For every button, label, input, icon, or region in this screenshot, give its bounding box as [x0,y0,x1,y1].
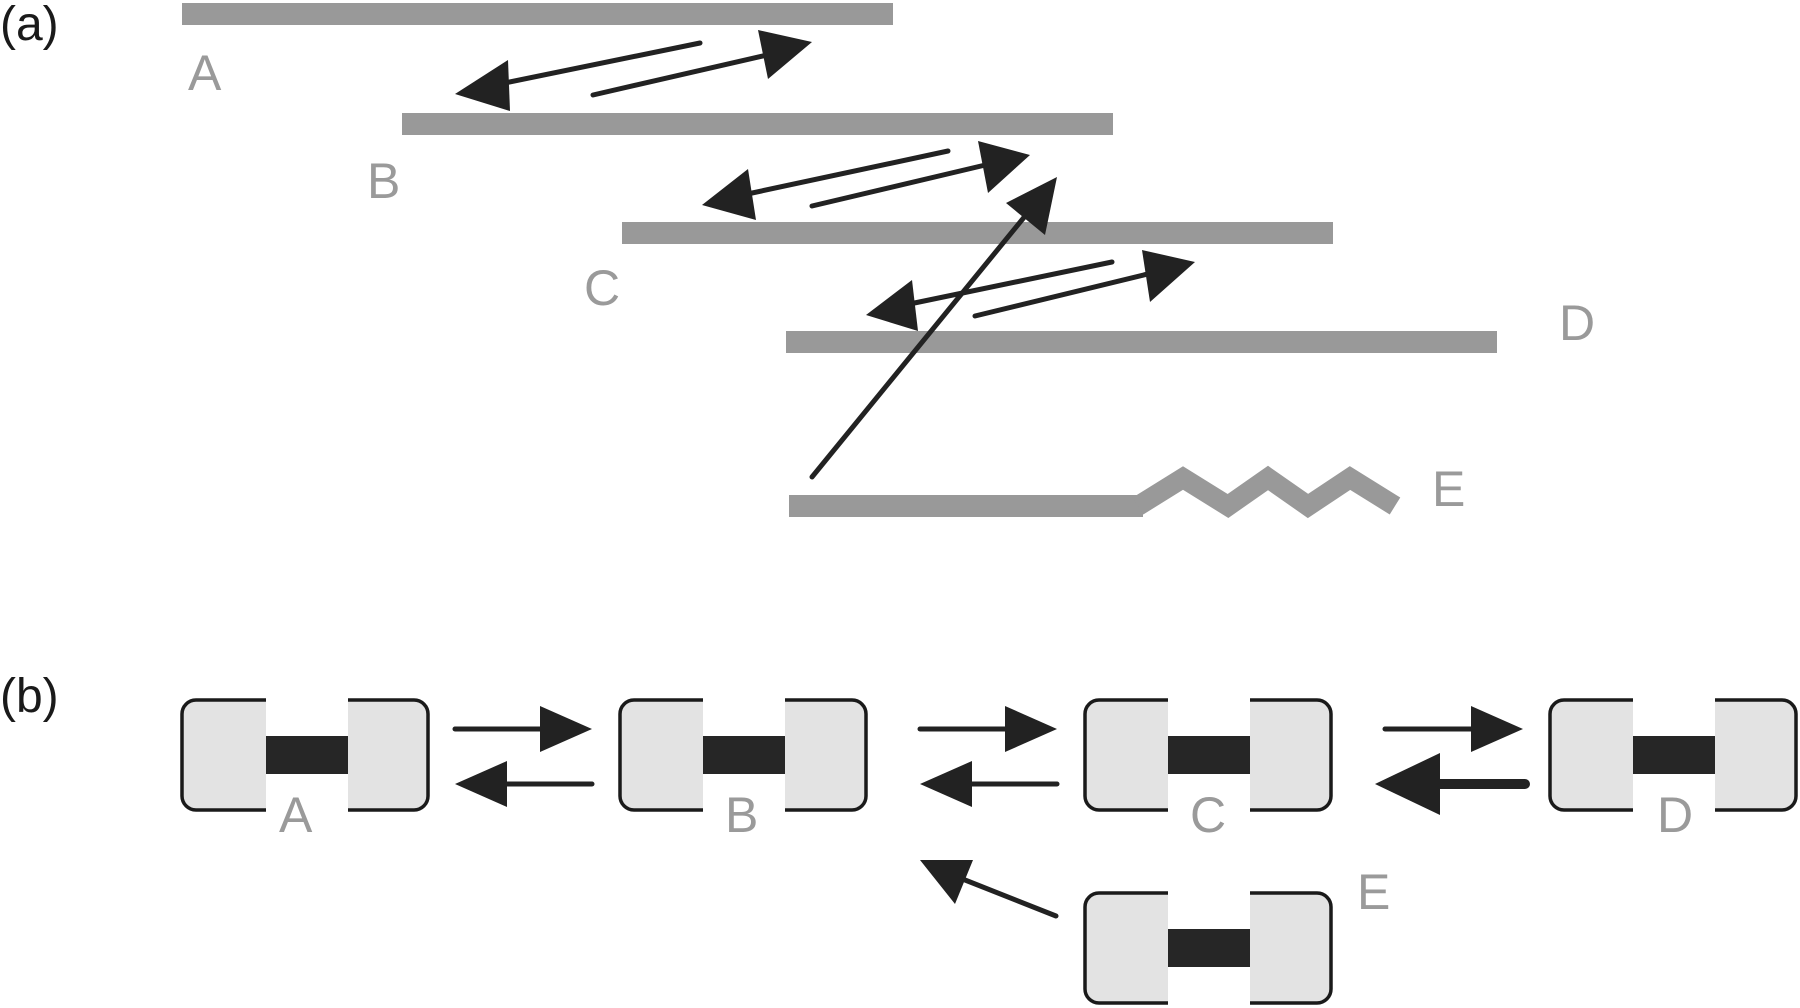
arrow-unit-e-to-c-head [920,860,973,904]
arrow-e-to-c-head [1006,177,1057,235]
arrow-c-to-d-shaft [972,268,1163,319]
unit-d-link [1633,736,1715,774]
arrow-c-to-b-head [702,169,756,220]
arrow-b-to-c-shaft [809,159,1001,209]
eq-a-b-backward-head [455,761,507,807]
arrow-d-to-c-shaft [897,259,1115,309]
unit-label-e: E [1357,864,1390,920]
exchange-arrows-b-c [702,141,1030,220]
unit-label-b: B [725,787,758,843]
eq-c-d-forward-head [1471,706,1523,752]
eq-b-c-backward-head [920,761,972,807]
arrow-unit-e-to-c-shaft [957,875,1059,919]
eq-a-b-forward-head [540,706,592,752]
unit-label-d: D [1657,787,1693,843]
unit-a-link [266,736,348,774]
arrow-a-to-b-head [758,30,812,79]
arrow-e-to-c-shaft [809,207,1033,480]
panel-a-label: (a) [0,0,59,51]
unit-label-a: A [279,787,313,843]
strand-label-e: E [1432,461,1465,517]
exchange-arrows-c-d [866,250,1195,331]
equilibrium-c-d [1375,706,1530,815]
strand-label-c: C [584,260,620,316]
arrow-d-to-c-head [866,280,918,331]
unit-label-c: C [1190,787,1226,843]
arrow-unit-e-to-c [920,860,1059,919]
panel-b: (b) A B C D [0,670,1798,1006]
exchange-arrows-a-b [455,30,812,111]
arrow-c-to-b-shaft [735,148,951,199]
unit-e-link [1168,929,1250,967]
arrow-b-to-c-head [978,141,1030,193]
strand-e-zigzag [1132,465,1401,519]
unit-b: B [618,697,868,843]
unit-d: D [1548,697,1798,843]
arrow-b-to-a-head [455,60,510,111]
unit-a: A [180,697,430,843]
unit-c-link [1168,736,1250,774]
arrow-c-to-d-head [1142,250,1195,302]
unit-b-link [703,736,785,774]
arrow-b-to-a-shaft [487,40,703,89]
eq-b-c-forward-head [1005,706,1057,752]
unit-e: E [1083,864,1390,1006]
strand-label-d: D [1559,295,1595,351]
arrow-a-to-b-shaft [590,49,783,98]
strand-label-a: A [188,45,222,101]
panel-a: (a) A B C D E [0,0,1595,519]
equilibrium-a-b [452,706,595,807]
panel-b-label: (b) [0,670,59,723]
unit-c: C [1083,697,1333,843]
equilibrium-b-c [917,706,1060,807]
eq-c-d-backward-head [1375,753,1440,815]
strand-label-b: B [367,153,400,209]
arrow-e-to-c [809,177,1057,480]
